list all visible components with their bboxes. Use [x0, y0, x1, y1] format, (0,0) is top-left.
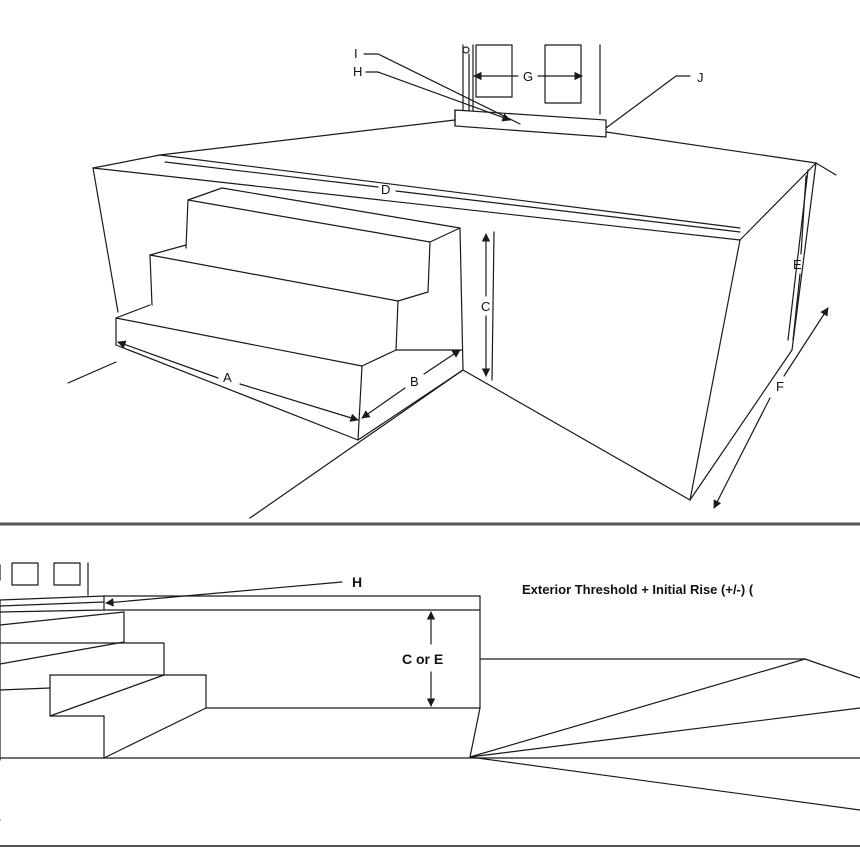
label-d: D	[381, 182, 390, 197]
landing-platform	[92, 119, 837, 501]
label-e: E	[793, 257, 802, 272]
dimension-d: D	[164, 161, 741, 233]
dimension-b: B	[361, 349, 461, 419]
door-side	[0, 562, 89, 596]
label-c-or-e: C or E	[402, 651, 443, 667]
dimension-g: G	[473, 69, 583, 84]
caption-exterior-threshold: Exterior Threshold + Initial Rise (+/-) …	[522, 582, 754, 597]
label-b: B	[410, 374, 419, 389]
top-perspective-diagram: A B C D E F	[67, 44, 837, 519]
leader-j: J	[605, 70, 704, 129]
label-f: F	[776, 379, 784, 394]
threshold-side	[0, 595, 105, 613]
stair-steps-side	[0, 611, 207, 761]
dimension-c: C	[481, 233, 490, 377]
label-i: I	[354, 46, 358, 61]
ground-lines	[67, 361, 464, 519]
landing-side	[103, 595, 481, 758]
label-c: C	[481, 299, 490, 314]
leader-h-top: H	[353, 64, 511, 122]
ground-side	[0, 658, 860, 821]
label-h-bottom: H	[352, 574, 362, 590]
label-h-top: H	[353, 64, 362, 79]
dimension-c-or-e: C or E	[402, 611, 443, 707]
dimension-a: A	[117, 340, 359, 422]
stair-steps	[115, 187, 464, 441]
dimension-f: F	[713, 307, 829, 509]
leader-i: I	[354, 46, 521, 125]
label-j: J	[697, 70, 704, 85]
label-a: A	[223, 370, 232, 385]
bottom-side-diagram: H C or E Exterior Threshold + Initial Ri…	[0, 562, 860, 821]
label-g: G	[523, 69, 533, 84]
threshold	[454, 109, 607, 138]
leader-h-bottom: H	[105, 574, 362, 607]
dimension-e: E	[792, 175, 807, 341]
